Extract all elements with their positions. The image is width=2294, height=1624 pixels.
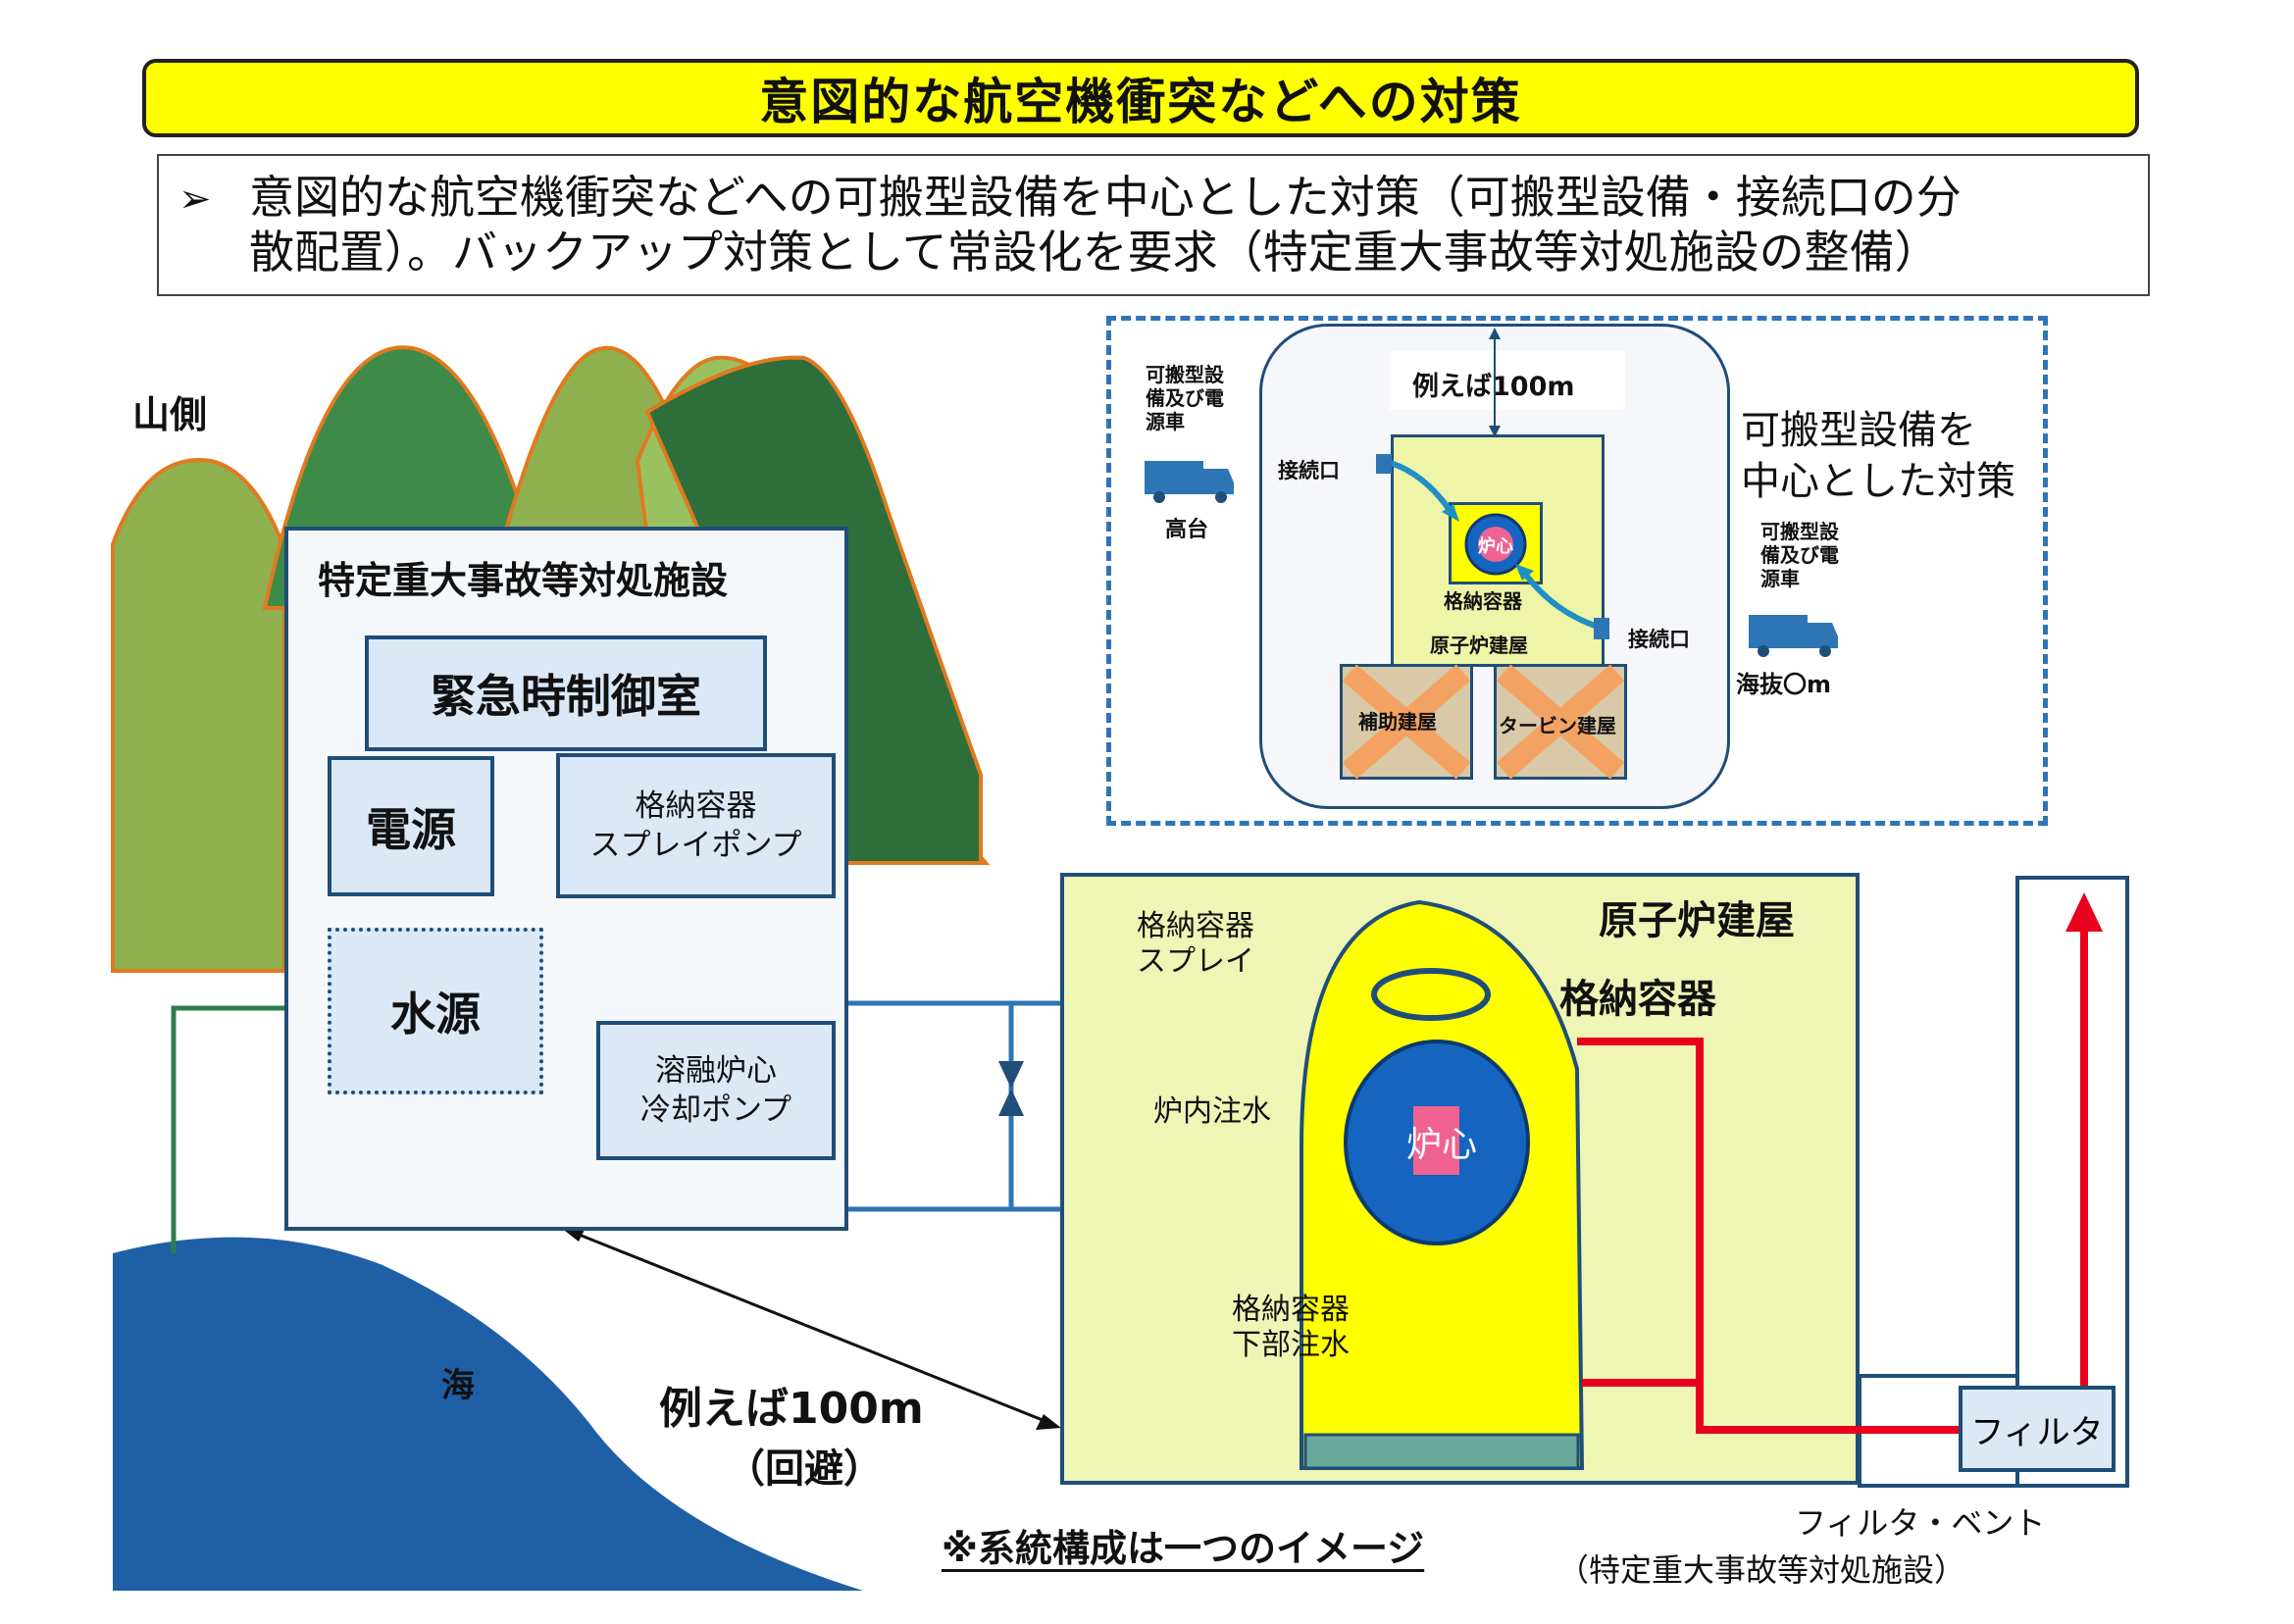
- spray-label: 格納容器 スプレイ: [1137, 909, 1254, 980]
- inset-turbine-building-label: タービン建屋: [1499, 714, 1616, 737]
- core-cooling-pump-line-1: 溶融炉心: [655, 1053, 777, 1089]
- water-source-label: 水源: [390, 988, 481, 1040]
- lower-injection-line-2: 下部注水: [1232, 1328, 1350, 1362]
- containment-floor: [1303, 1433, 1580, 1470]
- distance-label: 例えば100m: [659, 1384, 924, 1434]
- inset-reactor-building-label: 原子炉建屋: [1430, 634, 1528, 657]
- lower-injection-line-1: 格納容器: [1232, 1293, 1350, 1327]
- inset-distance-box: [1390, 351, 1625, 410]
- inset-right-equip-line-1: 可搬型設: [1760, 520, 1839, 543]
- water-source-box: 水源: [328, 928, 543, 1094]
- inset-connector-top-label: 接続口: [1278, 459, 1340, 482]
- inset-left-location: 高台: [1165, 518, 1209, 542]
- footnote: ※系統構成は一つのイメージ: [942, 1527, 1425, 1570]
- control-room-label: 緊急時制御室: [431, 670, 701, 723]
- lower-injection-label: 格納容器 下部注水: [1232, 1293, 1350, 1363]
- filter-vent-label: フィルタ・ベント: [1795, 1504, 2046, 1542]
- summary-line-1: 意図的な航空機衝突などへの可搬型設備を中心とした対策（可搬型設備・接続口の分: [249, 171, 1962, 224]
- valve-icon: [998, 1061, 1024, 1116]
- truck-icon-right: [1749, 615, 1838, 657]
- title-banner: 意図的な航空機衝突などへの対策: [142, 59, 2139, 137]
- inset-left-equip-line-3: 源車: [1146, 410, 1185, 433]
- core-cooling-pump-line-2: 冷却ポンプ: [639, 1092, 792, 1128]
- vent-pipe-red: [1577, 917, 2088, 1434]
- mountain-side-label: 山側: [132, 393, 208, 436]
- inset-heading-line-2: 中心とした対策: [1741, 459, 2015, 504]
- core-cooling-pump-box: 溶融炉心 冷却ポンプ: [596, 1021, 836, 1160]
- inset-distance-label: 例えば100m: [1412, 372, 1575, 402]
- emergency-control-room: 緊急時制御室: [365, 635, 767, 751]
- reactor-building-label: 原子炉建屋: [1599, 898, 1795, 943]
- spray-pump-box: 格納容器 スプレイポンプ: [556, 753, 836, 898]
- spray-label-line-1: 格納容器: [1137, 909, 1254, 943]
- inset-right-location: 海抜〇m: [1736, 671, 1832, 698]
- inset-connector-top: [1376, 454, 1392, 474]
- summary-box: ➢ 意図的な航空機衝突などへの可搬型設備を中心とした対策（可搬型設備・接続口の分…: [157, 154, 2150, 296]
- inset-connector-bottom: [1594, 618, 1609, 639]
- core-fuel: [1413, 1106, 1459, 1175]
- inset-containment-label: 格納容器: [1444, 589, 1522, 613]
- inset-left-equip-line-2: 備及び電: [1146, 386, 1224, 410]
- inset-right-equipment: 可搬型設 備及び電 源車: [1760, 520, 1839, 590]
- summary-line-2: 散配置）。バックアップ対策として常設化を要求（特定重大事故等対処施設の整備）: [249, 226, 1940, 279]
- spray-pump-line-1: 格納容器: [635, 788, 757, 824]
- power-label: 電源: [366, 802, 456, 856]
- filter-box: フィルタ: [1959, 1386, 2116, 1472]
- spray-pump-line-2: スプレイポンプ: [589, 828, 802, 863]
- inset-core-label: 炉心: [1478, 536, 1513, 557]
- containment-label: 格納容器: [1559, 977, 1716, 1022]
- inset-right-equip-line-3: 源車: [1760, 567, 1800, 590]
- distance-note: （回避）: [726, 1446, 883, 1492]
- sea-label: 海: [441, 1366, 475, 1405]
- inset-left-equip-line-1: 可搬型設: [1146, 363, 1224, 386]
- specified-accident-facility: 特定重大事故等対処施設 緊急時制御室 電源 格納容器 スプレイポンプ 水源 溶融…: [284, 527, 848, 1231]
- bullet-arrow-icon: ➢: [178, 177, 212, 222]
- facility-title: 特定重大事故等対処施設: [318, 559, 729, 602]
- power-supply-box: 電源: [328, 756, 494, 896]
- inset-connector-bottom-label: 接続口: [1628, 628, 1690, 651]
- inset-aux-building-label: 補助建屋: [1358, 710, 1437, 734]
- spray-ring: [1371, 968, 1491, 1021]
- inset-right-equip-line-2: 備及び電: [1760, 543, 1839, 567]
- inset-heading: 可搬型設備を 中心とした対策: [1741, 405, 2015, 507]
- inset-heading-line-1: 可搬型設備を: [1741, 408, 1976, 453]
- injection-label: 炉内注水: [1153, 1094, 1271, 1129]
- sea: [113, 1237, 863, 1591]
- spray-label-line-2: スプレイ: [1137, 944, 1254, 979]
- filter-vent-sublabel: （特定重大事故等対処施設）: [1557, 1551, 1966, 1589]
- truck-icon-left: [1145, 461, 1234, 503]
- page-title: 意図的な航空機衝突などへの対策: [759, 74, 1522, 130]
- core-label: 炉心: [1406, 1125, 1478, 1165]
- inset-left-equipment: 可搬型設 備及び電 源車: [1146, 363, 1224, 433]
- filter-label: フィルタ: [1970, 1412, 2104, 1452]
- portable-equipment-inset: [1106, 316, 2048, 826]
- collapsed-x-marks: [1342, 664, 1625, 780]
